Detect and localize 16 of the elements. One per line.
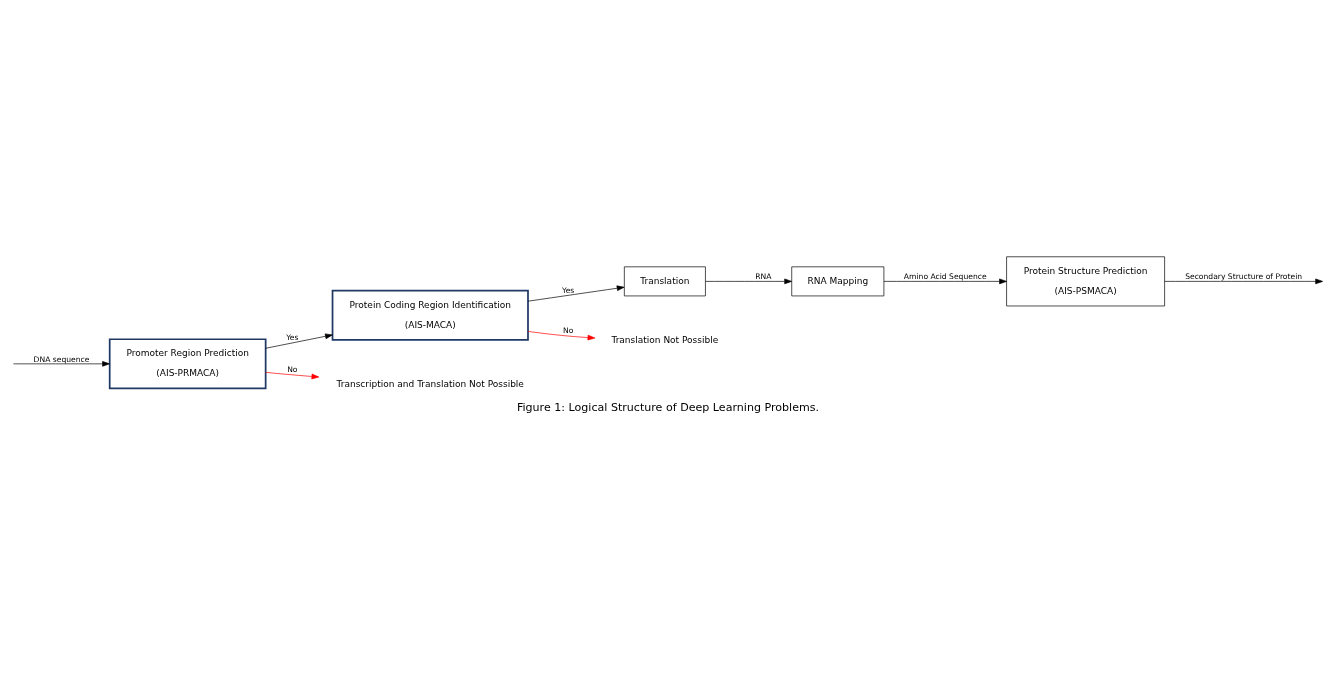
arrow [527, 330, 596, 340]
node-box: Protein Coding Region Identification (AIS-MACA) [331, 289, 529, 341]
arrow [265, 333, 333, 349]
node-box: Promoter Region Prediction (AIS-PRMACA) [108, 337, 267, 389]
arrow [1164, 278, 1323, 284]
node-box: RNA Mapping [791, 265, 885, 296]
node-box: Protein Structure Prediction (AIS-PSMACA) [1006, 255, 1165, 306]
node-box: Translation [624, 265, 706, 296]
caption: Figure 1: Logical Structure of Deep Learning Problems. [516, 400, 820, 414]
node-text: Transcription and Translation Not Possible [336, 378, 524, 389]
arrow [265, 371, 320, 379]
arrow [705, 278, 792, 284]
arrow [883, 278, 1007, 284]
arrow [13, 360, 110, 367]
arrow [527, 284, 625, 302]
node-text: Translation Not Possible [611, 334, 719, 345]
